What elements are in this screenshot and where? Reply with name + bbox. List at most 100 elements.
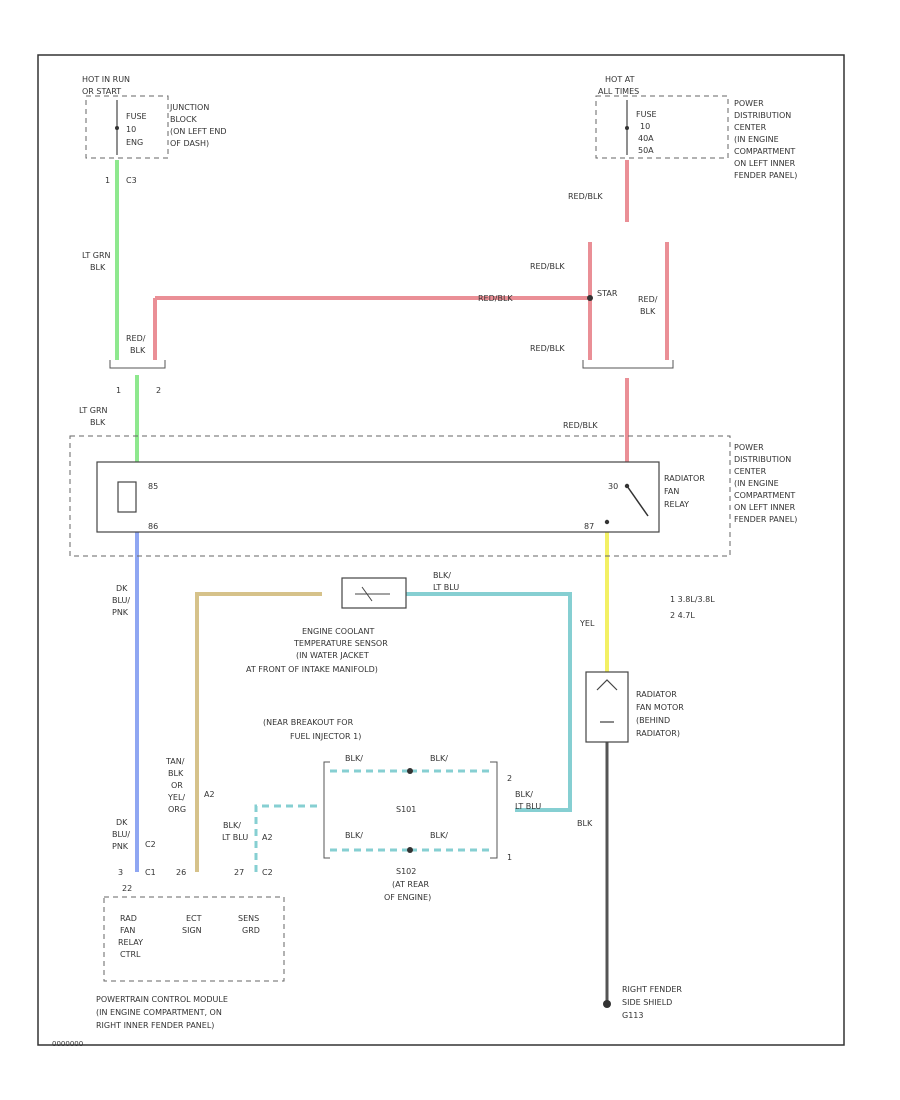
right-fuse-group: HOT AT ALL TIMES FUSE 10 40A 50A POWER D…: [595, 75, 797, 180]
fan-motor-symbol: [596, 679, 618, 723]
left-fuse-circuit: ENG: [126, 138, 143, 147]
all-times-label: ALL TIMES: [598, 87, 639, 96]
wires: [115, 160, 669, 1002]
ground-blk-label: BLK: [577, 819, 593, 828]
pcm-pin-c: 26: [176, 868, 186, 877]
pcm-label: POWERTRAIN CONTROL MODULE: [96, 995, 228, 1004]
relay-name-3: RELAY: [664, 500, 689, 509]
splice-conn-2: 2: [507, 774, 512, 783]
pcm-cell-ctrl: CTRL: [120, 950, 141, 959]
splice-location-2: OF ENGINE): [384, 893, 431, 902]
sensor-blk-label: BLK/: [433, 571, 451, 580]
pcm-blk-label: BLK/: [223, 821, 241, 830]
pcm-pin-d: 27: [234, 868, 244, 877]
sensor-lt-blu-label: LT BLU: [433, 583, 459, 592]
pcm-c1-label: C1: [145, 868, 156, 877]
red-blk-splice-label: RED/: [126, 334, 146, 343]
pcm-group: DK BLU/ PNK C2 3 22 26 27 C1 C2 RAD FAN …: [96, 818, 285, 1030]
pdc-mid-label-5: COMPARTMENT: [734, 491, 795, 500]
pdc-top-label-2: DISTRIBUTION: [734, 111, 791, 120]
right-fuse-label: FUSE: [636, 110, 657, 119]
lt-grn-label-lower: LT GRN: [79, 406, 108, 415]
right-fuse-amps-3: 50A: [638, 146, 654, 155]
pdc-top-label: POWER: [734, 99, 764, 108]
pcm-c2-label: C2: [145, 840, 156, 849]
dk-label: DK: [116, 584, 128, 593]
right-fuse-box: [595, 95, 729, 159]
connector-1-label: 1: [105, 176, 110, 185]
splice-s102-label: S102: [396, 867, 416, 876]
pcm-pin-a: 3: [118, 868, 123, 877]
relay-coil: [117, 481, 137, 513]
ground-group: RIGHT FENDER SIDE SHIELD G113: [603, 985, 682, 1020]
wire-blk-lt-blu-sensor: [406, 592, 572, 812]
blu-label: BLU/: [112, 596, 130, 605]
pdc-top-label-4: (IN ENGINE: [734, 135, 779, 144]
splice-group: (NEAR BREAKOUT FOR FUEL INJECTOR 1) S101…: [263, 718, 512, 902]
pcm-pnk-label: PNK: [112, 842, 129, 851]
pdc-top-label-5: COMPARTMENT: [734, 147, 795, 156]
pcm-cell-relay: RELAY: [118, 938, 143, 947]
splice-s101-label: S101: [396, 805, 416, 814]
right-fuse-amps: 10: [640, 122, 650, 131]
star-splice-dot: [587, 295, 593, 301]
fan-motor-label-4: RADIATOR): [636, 729, 680, 738]
red-blk-horizontal-label: RED/BLK: [478, 294, 513, 303]
blk-label-upper: BLK: [90, 263, 106, 272]
lt-grn-label-upper: LT GRN: [82, 251, 111, 260]
blk-label-lower: BLK: [90, 418, 106, 427]
tan-or-label: OR: [171, 781, 183, 790]
engine-note-1: 1 3.8L/3.8L: [670, 595, 715, 604]
splice-brace-left: [323, 761, 330, 859]
junction-block-label-4: OF DASH): [170, 139, 209, 148]
pcm-lt-blu-label: LT BLU: [222, 833, 248, 842]
relay-pin-87-dot: [604, 519, 610, 525]
pnk-label: PNK: [112, 608, 129, 617]
relay-pin-87: 87: [584, 522, 594, 531]
wire-labels: LT GRN BLK RED/ BLK RED/BLK RED/BLK RED/…: [79, 192, 658, 842]
splice-note-2: FUEL INJECTOR 1): [290, 732, 361, 741]
right-fuse-contact: [625, 126, 629, 130]
junction-block-label-2: BLOCK: [170, 115, 198, 124]
splice-conn-1: 1: [507, 853, 512, 862]
junction-block-label: JUNCTION: [169, 103, 209, 112]
left-fuse-box: [85, 95, 169, 159]
hot-at-label: HOT AT: [605, 75, 635, 84]
splice-wire-label-tr: BLK/: [430, 754, 448, 763]
fan-motor-label: RADIATOR: [636, 690, 677, 699]
diagram-id: 0000000: [52, 1040, 83, 1048]
radiator-fan-relay-group: 85 86 30 87 RADIATOR FAN RELAY POWER DIS…: [69, 435, 797, 557]
pdc-mid-dashed-box: [69, 435, 731, 557]
a4-label: A2: [262, 833, 273, 842]
red-blk-left-label-1: RED/BLK: [530, 262, 565, 271]
pdc-mid-label-3: CENTER: [734, 467, 767, 476]
pcm-cell-sign: SIGN: [182, 926, 202, 935]
tan-label: TAN/: [165, 757, 185, 766]
ect-label-3: (IN WATER JACKET: [296, 651, 369, 660]
splice-s102-dot: [407, 847, 413, 853]
connector-2-lower: 2: [156, 386, 161, 395]
red-blk-fuse-label: RED/BLK: [568, 192, 603, 201]
pdc-mid-label-4: (IN ENGINE: [734, 479, 779, 488]
pcm-cell-ect: ECT: [186, 914, 202, 923]
red-blk-splice-label-2: BLK: [130, 346, 146, 355]
left-fuse-amps: 10: [126, 125, 136, 134]
red-blk-left-label-2: RED/BLK: [530, 344, 565, 353]
ground-point: [603, 1000, 611, 1008]
splice-brace-right: [490, 761, 498, 859]
relay-pin-30: 30: [608, 482, 618, 491]
pcm-label-3: RIGHT INNER FENDER PANEL): [96, 1021, 214, 1030]
pcm-pin-b: 22: [122, 884, 132, 893]
pcm-blu-label: BLU/: [112, 830, 130, 839]
relay-pin-86: 86: [148, 522, 158, 531]
diagram-frame: [37, 54, 845, 1046]
relay-pin-85: 85: [148, 482, 158, 491]
relay-pin-30-dot: [624, 483, 630, 489]
fan-motor-label-2: FAN MOTOR: [636, 703, 684, 712]
pcm-cell-fan: FAN: [120, 926, 135, 935]
splice-s101-dot: [407, 768, 413, 774]
left-fuse-group: HOT IN RUN OR START FUSE 10 ENG JUNCTION…: [82, 75, 227, 185]
splice-to-sensor-lt-blu: LT BLU: [515, 802, 541, 811]
junction-block-label-3: (ON LEFT END: [170, 127, 227, 136]
